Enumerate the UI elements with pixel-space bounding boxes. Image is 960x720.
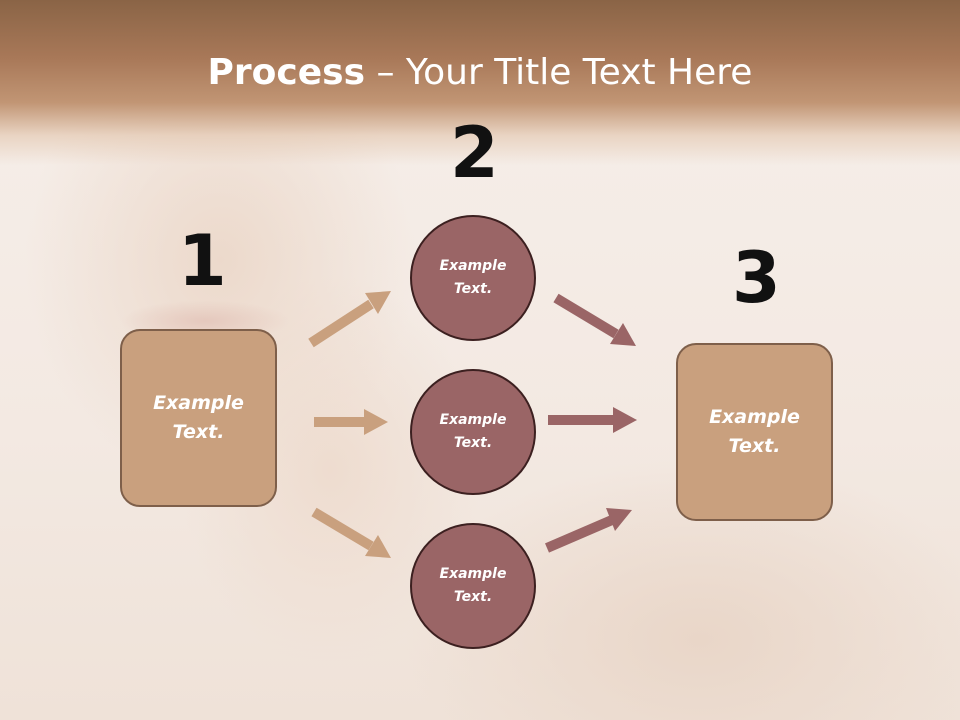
arrow-circle-top-to-box [553,293,636,346]
step-number-1: 1 [178,220,227,302]
step-2-circle-top: Example Text. [410,215,536,341]
step-2-circle-bottom: Example Text. [410,523,536,649]
title-bold: Process [207,52,366,93]
circle-bottom-text: Example Text. [439,566,507,605]
arrow-circle-bottom-to-box [545,508,632,553]
step-1-text: Example Text. [153,392,244,443]
step-number-3: 3 [732,237,781,319]
circle-top-text: Example Text. [439,258,507,297]
step-2-circle-middle: Example Text. [410,369,536,495]
step-1-box: Example Text. [120,329,277,507]
step-3-text: Example Text. [709,406,800,457]
title-rest: – Your Title Text Here [365,52,753,93]
arrow-box-to-circle-top [308,291,391,348]
arrow-circle-middle-to-box [548,407,637,433]
slide-title: Process – Your Title Text Here [0,52,960,93]
circle-middle-text: Example Text. [439,412,507,451]
step-number-2: 2 [450,112,499,194]
arrow-box-to-circle-middle [314,409,388,435]
step-3-box: Example Text. [676,343,833,521]
arrow-box-to-circle-bottom [311,507,391,558]
title-band [0,0,960,165]
